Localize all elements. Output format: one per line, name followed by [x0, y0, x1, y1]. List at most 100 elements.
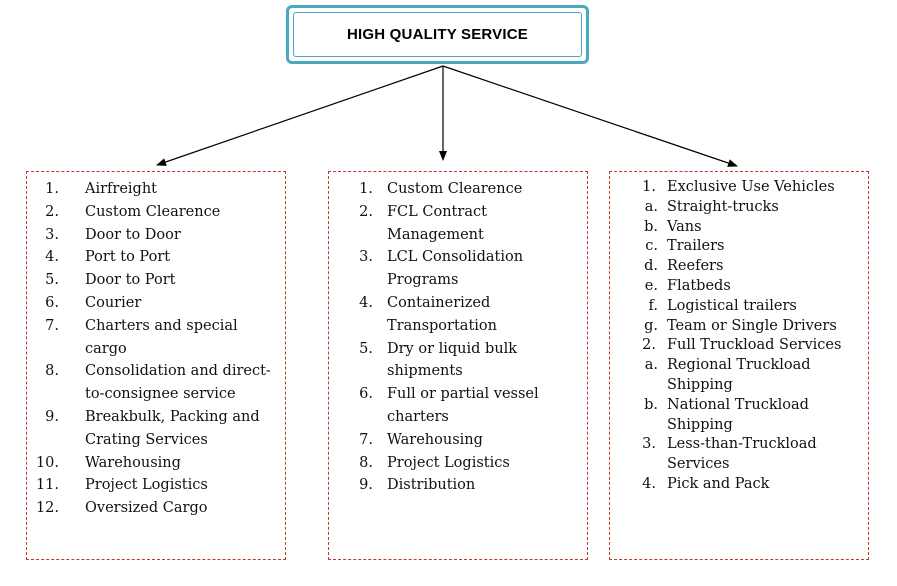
list-item: 7. Charters and special cargo [27, 315, 285, 361]
sub-list-item: e. Flatbeds [610, 277, 868, 297]
list-item: 1. Airfreight [27, 178, 285, 201]
item-number: 7. [359, 431, 373, 448]
item-number: 4. [642, 475, 656, 492]
item-text: Full Truckload Services [667, 337, 842, 354]
item-text: Exclusive Use Vehicles [667, 179, 835, 195]
item-number: 4. [359, 294, 373, 311]
item-number: 1. [642, 179, 656, 195]
list-item: 12. Oversized Cargo [27, 497, 285, 520]
item-text: Courier [85, 294, 142, 311]
item-number: 6. [359, 386, 373, 403]
sub-item-text: Vans [667, 218, 702, 235]
list-item: 2. Full Truckload Services [610, 336, 868, 356]
list-item: 5. Dry or liquid bulk shipments [329, 338, 587, 384]
item-text: Custom Clearence [387, 181, 523, 197]
list-item: 5. Door to Port [27, 269, 285, 292]
list-item: 8. Consolidation and direct-to-consignee … [27, 360, 285, 406]
list-item: 7. Warehousing [329, 429, 587, 452]
item-text: Custom Clearence [85, 203, 221, 220]
item-number: 3. [359, 249, 373, 266]
list-item: 4. Containerized Transportation [329, 292, 587, 338]
item-text: Less-than-Truckload Services [667, 436, 817, 473]
list-item: 9. Breakbulk, Packing and Crating Service… [27, 406, 285, 452]
list-item: 3. LCL Consolidation Programs [329, 246, 587, 292]
sub-item-letter: g. [644, 317, 658, 334]
item-text: Project Logistics [85, 477, 208, 494]
item-number: 12. [35, 500, 59, 517]
item-number: 2. [45, 203, 59, 220]
sub-item-text: Straight-trucks [667, 198, 779, 215]
item-number: 8. [359, 454, 373, 471]
sub-list-item: a.Regional Truckload Shipping [610, 356, 868, 396]
services-box-trucking: 1. Exclusive Use Vehicles a. Straight-truck… [609, 171, 869, 560]
item-text: Port to Port [85, 249, 171, 266]
item-number: 11. [35, 477, 59, 494]
item-number: 1. [359, 181, 373, 197]
item-number: 9. [45, 408, 59, 425]
list-item: 8. Project Logistics [329, 452, 587, 475]
list-item: 9. Distribution [329, 474, 587, 497]
sub-list-item: c.Trailers [610, 237, 868, 257]
item-number: 9. [359, 477, 373, 494]
item-number: 4. [45, 249, 59, 266]
list-item: 3. Door to Door [27, 224, 285, 247]
item-text: Distribution [387, 477, 476, 494]
sub-item-letter: f. [648, 297, 658, 314]
sub-list-item: g. Team or Single Drivers [610, 317, 868, 337]
item-text: Charters and special cargo [85, 317, 238, 357]
item-number: 2. [642, 337, 656, 354]
sub-item-letter: d. [644, 258, 658, 275]
sub-list-item: d. Reefers [610, 257, 868, 277]
item-text: Dry or liquid bulk shipments [387, 340, 518, 380]
list-item: 6. Courier [27, 292, 285, 315]
item-number: 8. [45, 363, 59, 380]
sub-item-text: Reefers [667, 258, 724, 275]
item-text: LCL Consolidation Programs [387, 249, 524, 289]
title-box: HIGH QUALITY SERVICE [286, 5, 589, 64]
list-item: 3.Less-than-Truckload Services [610, 435, 868, 475]
item-text: Airfreight [85, 181, 158, 197]
item-number: 3. [45, 226, 59, 243]
services-box-air-general: 1. Airfreight 2. Custom Clearence 3. Door to … [26, 171, 286, 560]
list-item: 2. Custom Clearence [27, 201, 285, 224]
item-number: 5. [45, 272, 59, 289]
item-text: Door to Door [85, 226, 181, 243]
item-number: 10. [35, 454, 59, 471]
sub-item-letter: e. [644, 277, 658, 294]
sub-item-text: Trailers [667, 238, 725, 255]
item-text: Project Logistics [387, 454, 510, 471]
list-item: 10. Warehousing [27, 452, 285, 475]
item-text: Breakbulk, Packing and Crating Services [85, 408, 260, 448]
list-item: 1. Exclusive Use Vehicles [610, 178, 868, 198]
list-item: 11. Project Logistics [27, 474, 285, 497]
sub-item-letter: b. [644, 396, 658, 413]
sub-item-text: Flatbeds [667, 277, 731, 294]
item-text: Consolidation and direct-to-consignee se… [85, 363, 271, 403]
item-text: Pick and Pack [667, 475, 770, 492]
services-list: 1. Airfreight 2. Custom Clearence 3. Door to … [27, 178, 285, 520]
sub-item-letter: a. [644, 198, 658, 215]
sub-list-item: b. Vans [610, 218, 868, 238]
sub-item-letter: b. [644, 218, 658, 235]
arrow-left [156, 65, 444, 166]
list-item: 6. Full or partial vessel charters [329, 383, 587, 429]
item-text: Warehousing [387, 431, 483, 448]
services-list: 1. Exclusive Use Vehicles a. Straight-truck… [610, 178, 868, 495]
sub-item-letter: a. [644, 357, 658, 374]
list-item: 4. Pick and Pack [610, 475, 868, 495]
item-number: 6. [45, 294, 59, 311]
item-text: Door to Port [85, 272, 176, 289]
list-item: 1. Custom Clearence [329, 178, 587, 201]
item-number: 7. [45, 317, 59, 334]
diagram-title: HIGH QUALITY SERVICE [293, 12, 582, 57]
item-text: Full or partial vessel charters [387, 386, 539, 425]
item-text: FCL Contract Management [387, 203, 487, 243]
item-text: Oversized Cargo [85, 500, 208, 517]
sub-item-text: Team or Single Drivers [667, 317, 837, 334]
item-text: Warehousing [85, 454, 181, 471]
item-number: 5. [359, 340, 373, 357]
item-number: 1. [45, 181, 59, 197]
item-text: Containerized Transportation [387, 294, 497, 334]
